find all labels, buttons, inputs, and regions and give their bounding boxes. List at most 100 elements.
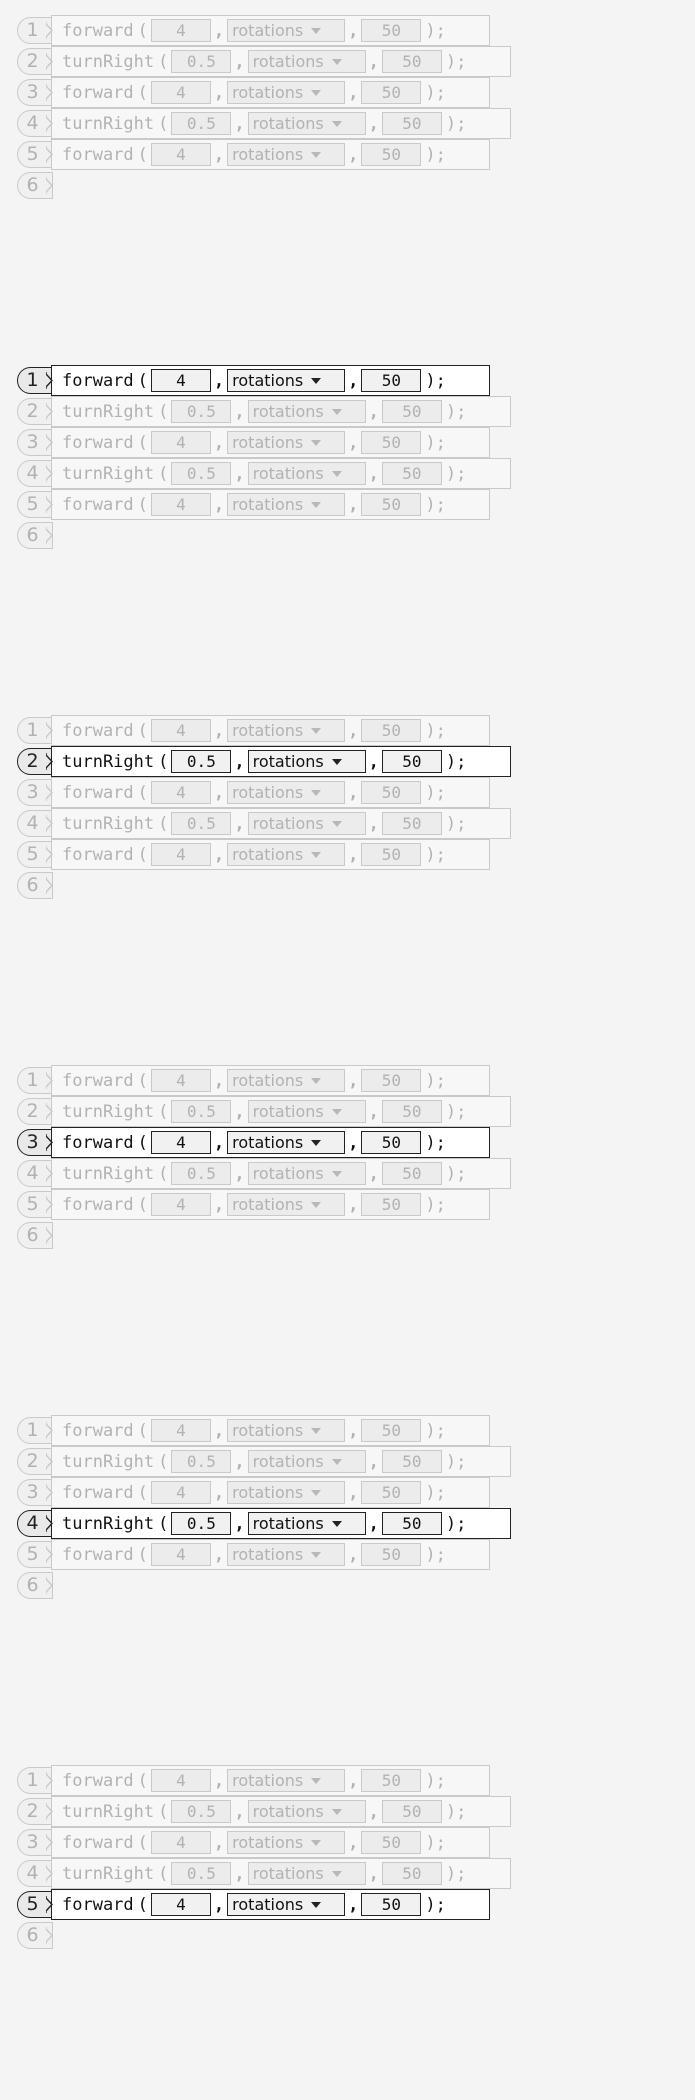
unit-dropdown[interactable]: rotations — [227, 843, 346, 866]
speed-input[interactable]: 50 — [361, 431, 422, 454]
unit-dropdown[interactable]: rotations — [227, 19, 346, 42]
unit-dropdown[interactable]: rotations — [227, 1419, 346, 1442]
unit-dropdown[interactable]: rotations — [227, 1543, 346, 1566]
line-number[interactable]: 5 — [17, 1191, 53, 1218]
statement-block[interactable]: forward(4,rotations,50); — [51, 1477, 490, 1508]
speed-input[interactable]: 50 — [361, 1193, 422, 1216]
amount-input[interactable]: 0.5 — [171, 1512, 232, 1535]
empty-code-line[interactable]: 6 — [17, 1920, 67, 1951]
speed-input[interactable]: 50 — [381, 462, 442, 485]
amount-input[interactable]: 4 — [150, 1131, 211, 1154]
speed-input[interactable]: 50 — [361, 1481, 422, 1504]
statement-block[interactable]: forward(4,rotations,50); — [51, 1189, 490, 1220]
amount-input[interactable]: 4 — [150, 1481, 211, 1504]
unit-dropdown[interactable]: rotations — [247, 1162, 366, 1185]
amount-input[interactable]: 0.5 — [171, 1450, 232, 1473]
line-number[interactable]: 3 — [17, 79, 53, 106]
unit-dropdown[interactable]: rotations — [227, 1893, 346, 1916]
amount-input[interactable]: 0.5 — [171, 112, 232, 135]
unit-dropdown[interactable]: rotations — [227, 431, 346, 454]
unit-dropdown[interactable]: rotations — [227, 1769, 346, 1792]
statement-block[interactable]: turnRight(0.5,rotations,50); — [51, 808, 511, 839]
statement-block[interactable]: turnRight(0.5,rotations,50); — [51, 1796, 511, 1827]
statement-block[interactable]: forward(4,rotations,50); — [51, 839, 490, 870]
statement-block[interactable]: forward(4,rotations,50); — [51, 489, 490, 520]
speed-input[interactable]: 50 — [381, 1800, 442, 1823]
unit-dropdown[interactable]: rotations — [247, 1450, 366, 1473]
unit-dropdown[interactable]: rotations — [247, 50, 366, 73]
unit-dropdown[interactable]: rotations — [227, 369, 346, 392]
statement-block[interactable]: forward(4,rotations,50); — [51, 365, 490, 396]
unit-dropdown[interactable]: rotations — [247, 1512, 366, 1535]
speed-input[interactable]: 50 — [361, 1893, 422, 1916]
amount-input[interactable]: 4 — [150, 1193, 211, 1216]
speed-input[interactable]: 50 — [381, 1512, 442, 1535]
empty-code-line[interactable]: 6 — [17, 170, 67, 201]
unit-dropdown[interactable]: rotations — [247, 400, 366, 423]
statement-block[interactable]: forward(4,rotations,50); — [51, 1539, 490, 1570]
line-number[interactable]: 1 — [17, 1417, 53, 1444]
amount-input[interactable]: 0.5 — [171, 1862, 232, 1885]
statement-block[interactable]: turnRight(0.5,rotations,50); — [51, 108, 511, 139]
line-number[interactable]: 3 — [17, 1479, 53, 1506]
amount-input[interactable]: 0.5 — [171, 1162, 232, 1185]
statement-block[interactable]: forward(4,rotations,50); — [51, 77, 490, 108]
speed-input[interactable]: 50 — [361, 1069, 422, 1092]
unit-dropdown[interactable]: rotations — [247, 750, 366, 773]
amount-input[interactable]: 0.5 — [171, 462, 232, 485]
amount-input[interactable]: 4 — [150, 1831, 211, 1854]
line-number[interactable]: 6 — [17, 522, 53, 549]
speed-input[interactable]: 50 — [381, 50, 442, 73]
speed-input[interactable]: 50 — [361, 843, 422, 866]
statement-block[interactable]: forward(4,rotations,50); — [51, 1889, 490, 1920]
statement-block[interactable]: turnRight(0.5,rotations,50); — [51, 458, 511, 489]
unit-dropdown[interactable]: rotations — [247, 112, 366, 135]
speed-input[interactable]: 50 — [361, 1831, 422, 1854]
amount-input[interactable]: 4 — [150, 1893, 211, 1916]
unit-dropdown[interactable]: rotations — [247, 1862, 366, 1885]
empty-code-line[interactable]: 6 — [17, 1570, 67, 1601]
speed-input[interactable]: 50 — [361, 1419, 422, 1442]
unit-dropdown[interactable]: rotations — [227, 1481, 346, 1504]
speed-input[interactable]: 50 — [381, 750, 442, 773]
speed-input[interactable]: 50 — [361, 1543, 422, 1566]
unit-dropdown[interactable]: rotations — [247, 812, 366, 835]
amount-input[interactable]: 4 — [150, 431, 211, 454]
line-number[interactable]: 6 — [17, 172, 53, 199]
amount-input[interactable]: 4 — [150, 81, 211, 104]
empty-code-line[interactable]: 6 — [17, 520, 67, 551]
statement-block[interactable]: forward(4,rotations,50); — [51, 1127, 490, 1158]
empty-code-line[interactable]: 6 — [17, 870, 67, 901]
unit-dropdown[interactable]: rotations — [247, 462, 366, 485]
unit-dropdown[interactable]: rotations — [247, 1100, 366, 1123]
amount-input[interactable]: 0.5 — [171, 1800, 232, 1823]
line-number[interactable]: 6 — [17, 1572, 53, 1599]
amount-input[interactable]: 0.5 — [171, 400, 232, 423]
statement-block[interactable]: turnRight(0.5,rotations,50); — [51, 1858, 511, 1889]
statement-block[interactable]: turnRight(0.5,rotations,50); — [51, 1096, 511, 1127]
statement-block[interactable]: turnRight(0.5,rotations,50); — [51, 396, 511, 427]
speed-input[interactable]: 50 — [381, 400, 442, 423]
speed-input[interactable]: 50 — [381, 1162, 442, 1185]
amount-input[interactable]: 4 — [150, 1419, 211, 1442]
amount-input[interactable]: 4 — [150, 493, 211, 516]
line-number[interactable]: 5 — [17, 841, 53, 868]
unit-dropdown[interactable]: rotations — [227, 81, 346, 104]
line-number[interactable]: 2 — [17, 748, 53, 775]
